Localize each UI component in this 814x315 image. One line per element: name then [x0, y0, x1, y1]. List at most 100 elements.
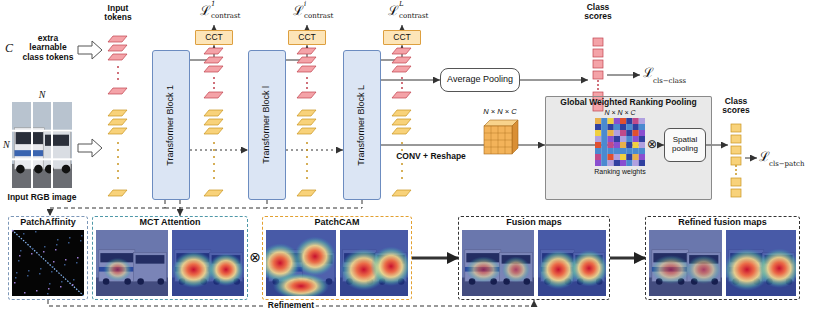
matrix-cell [620, 142, 626, 148]
class-score-cell [593, 60, 603, 68]
matrix-cell [633, 142, 639, 148]
heat-blob [294, 237, 336, 277]
score-arrow [520, 80, 588, 81]
ellipsis-dot [213, 177, 215, 179]
token [204, 48, 223, 54]
affinity-dot [77, 257, 79, 259]
ellipsis-dot [735, 173, 737, 175]
ellipsis-dot [401, 77, 403, 79]
bus-wheel [62, 165, 71, 174]
affinity-dot [23, 233, 25, 235]
matrix-cell [595, 118, 601, 124]
matrix-cell [608, 142, 614, 148]
cube-grid [484, 133, 512, 134]
token [204, 119, 223, 125]
matrix-cell [601, 148, 607, 154]
affinity-dot [28, 270, 30, 272]
map-image [266, 230, 336, 296]
dimension-symbol: N [3, 139, 10, 150]
matrix-cell [626, 124, 632, 130]
ellipsis-dot [401, 177, 403, 179]
pooling-box: Average Pooling [440, 68, 520, 92]
token [392, 119, 411, 125]
matrix-cell [620, 124, 626, 130]
connector [381, 145, 545, 146]
bus-windows [45, 135, 69, 146]
loss-superscript: i [304, 1, 306, 9]
connector-label: CONV + Reshape [394, 152, 468, 161]
map-image [649, 230, 722, 296]
scores-caption: Class scores [715, 97, 757, 116]
bus-photo [649, 230, 722, 296]
affinity-dot [56, 244, 58, 246]
transformer-block: Transformer Block L [343, 50, 381, 200]
cube-front [484, 126, 512, 154]
node-text: Fusion maps [506, 218, 562, 228]
matrix-cell [639, 148, 645, 154]
node-text: CCT [205, 33, 222, 42]
affinity-dot [49, 283, 51, 285]
class-score-cell [593, 71, 603, 79]
matrix-cell [633, 136, 639, 142]
node-text: CCT [393, 33, 410, 42]
affinity-dot [52, 266, 54, 268]
bus-photo [96, 230, 168, 296]
attention-tint [649, 230, 722, 296]
affinity-dot [68, 242, 70, 244]
matrix-cell [595, 124, 601, 130]
operator-symbol: ⊗ [249, 250, 261, 265]
cube-grid [484, 140, 512, 141]
ellipsis-dot [213, 77, 215, 79]
matrix-cell [614, 130, 620, 136]
ellipsis-dot [401, 163, 403, 165]
matrix-cell [601, 118, 607, 124]
node-text: Global Weighted Ranking Pooling [560, 98, 696, 107]
token [392, 110, 411, 116]
matrix-cell [626, 160, 632, 166]
matrix-cell [639, 160, 645, 166]
affinity-dot [48, 288, 50, 290]
affinity-dot [19, 255, 21, 257]
matrix-cell [608, 130, 614, 136]
heat-blob [502, 256, 531, 282]
matrix-cell [620, 154, 626, 160]
ellipsis-dot [117, 66, 119, 68]
node-text: Spatial pooling [668, 136, 702, 154]
input-arrow [78, 41, 102, 59]
matrix-cell [595, 136, 601, 142]
class-score-cell [731, 157, 741, 165]
map-panel: PatchCAM [262, 216, 412, 300]
ellipsis-dot [735, 169, 737, 171]
cct-box: CCT [383, 30, 421, 45]
ellipsis-dot [401, 82, 403, 84]
cube-side [512, 120, 518, 154]
attention-line [362, 200, 363, 208]
token [204, 190, 223, 196]
matrix-cell [620, 130, 626, 136]
affinity-dot [16, 272, 18, 274]
matrix-cell [595, 160, 601, 166]
loss-symbol: ℒ [293, 4, 304, 18]
image-caption: Input RGB image [8, 193, 77, 202]
affinity-dot [44, 246, 46, 248]
patch-grid-line [51, 102, 53, 188]
token-caption: Input tokens [93, 4, 143, 23]
patch-grid-line [31, 102, 33, 188]
token [297, 57, 316, 63]
matrix-cell [595, 148, 601, 154]
matrix-cell [626, 154, 632, 160]
transformer-block: Transformer Block 1 [152, 50, 190, 200]
map-image [96, 230, 168, 296]
node-text: Transformer Block L [357, 85, 367, 166]
ellipsis-dot [213, 156, 215, 158]
node-text: Transformer Block 1 [166, 85, 176, 166]
connector [381, 80, 440, 81]
matrix-cell [601, 136, 607, 142]
attention-tint [96, 230, 168, 296]
matrix-cell [601, 130, 607, 136]
matrix-cell [614, 160, 620, 166]
loss-subscript: contrast [211, 13, 240, 21]
map-image [726, 230, 796, 296]
affinity-dot [39, 273, 41, 275]
